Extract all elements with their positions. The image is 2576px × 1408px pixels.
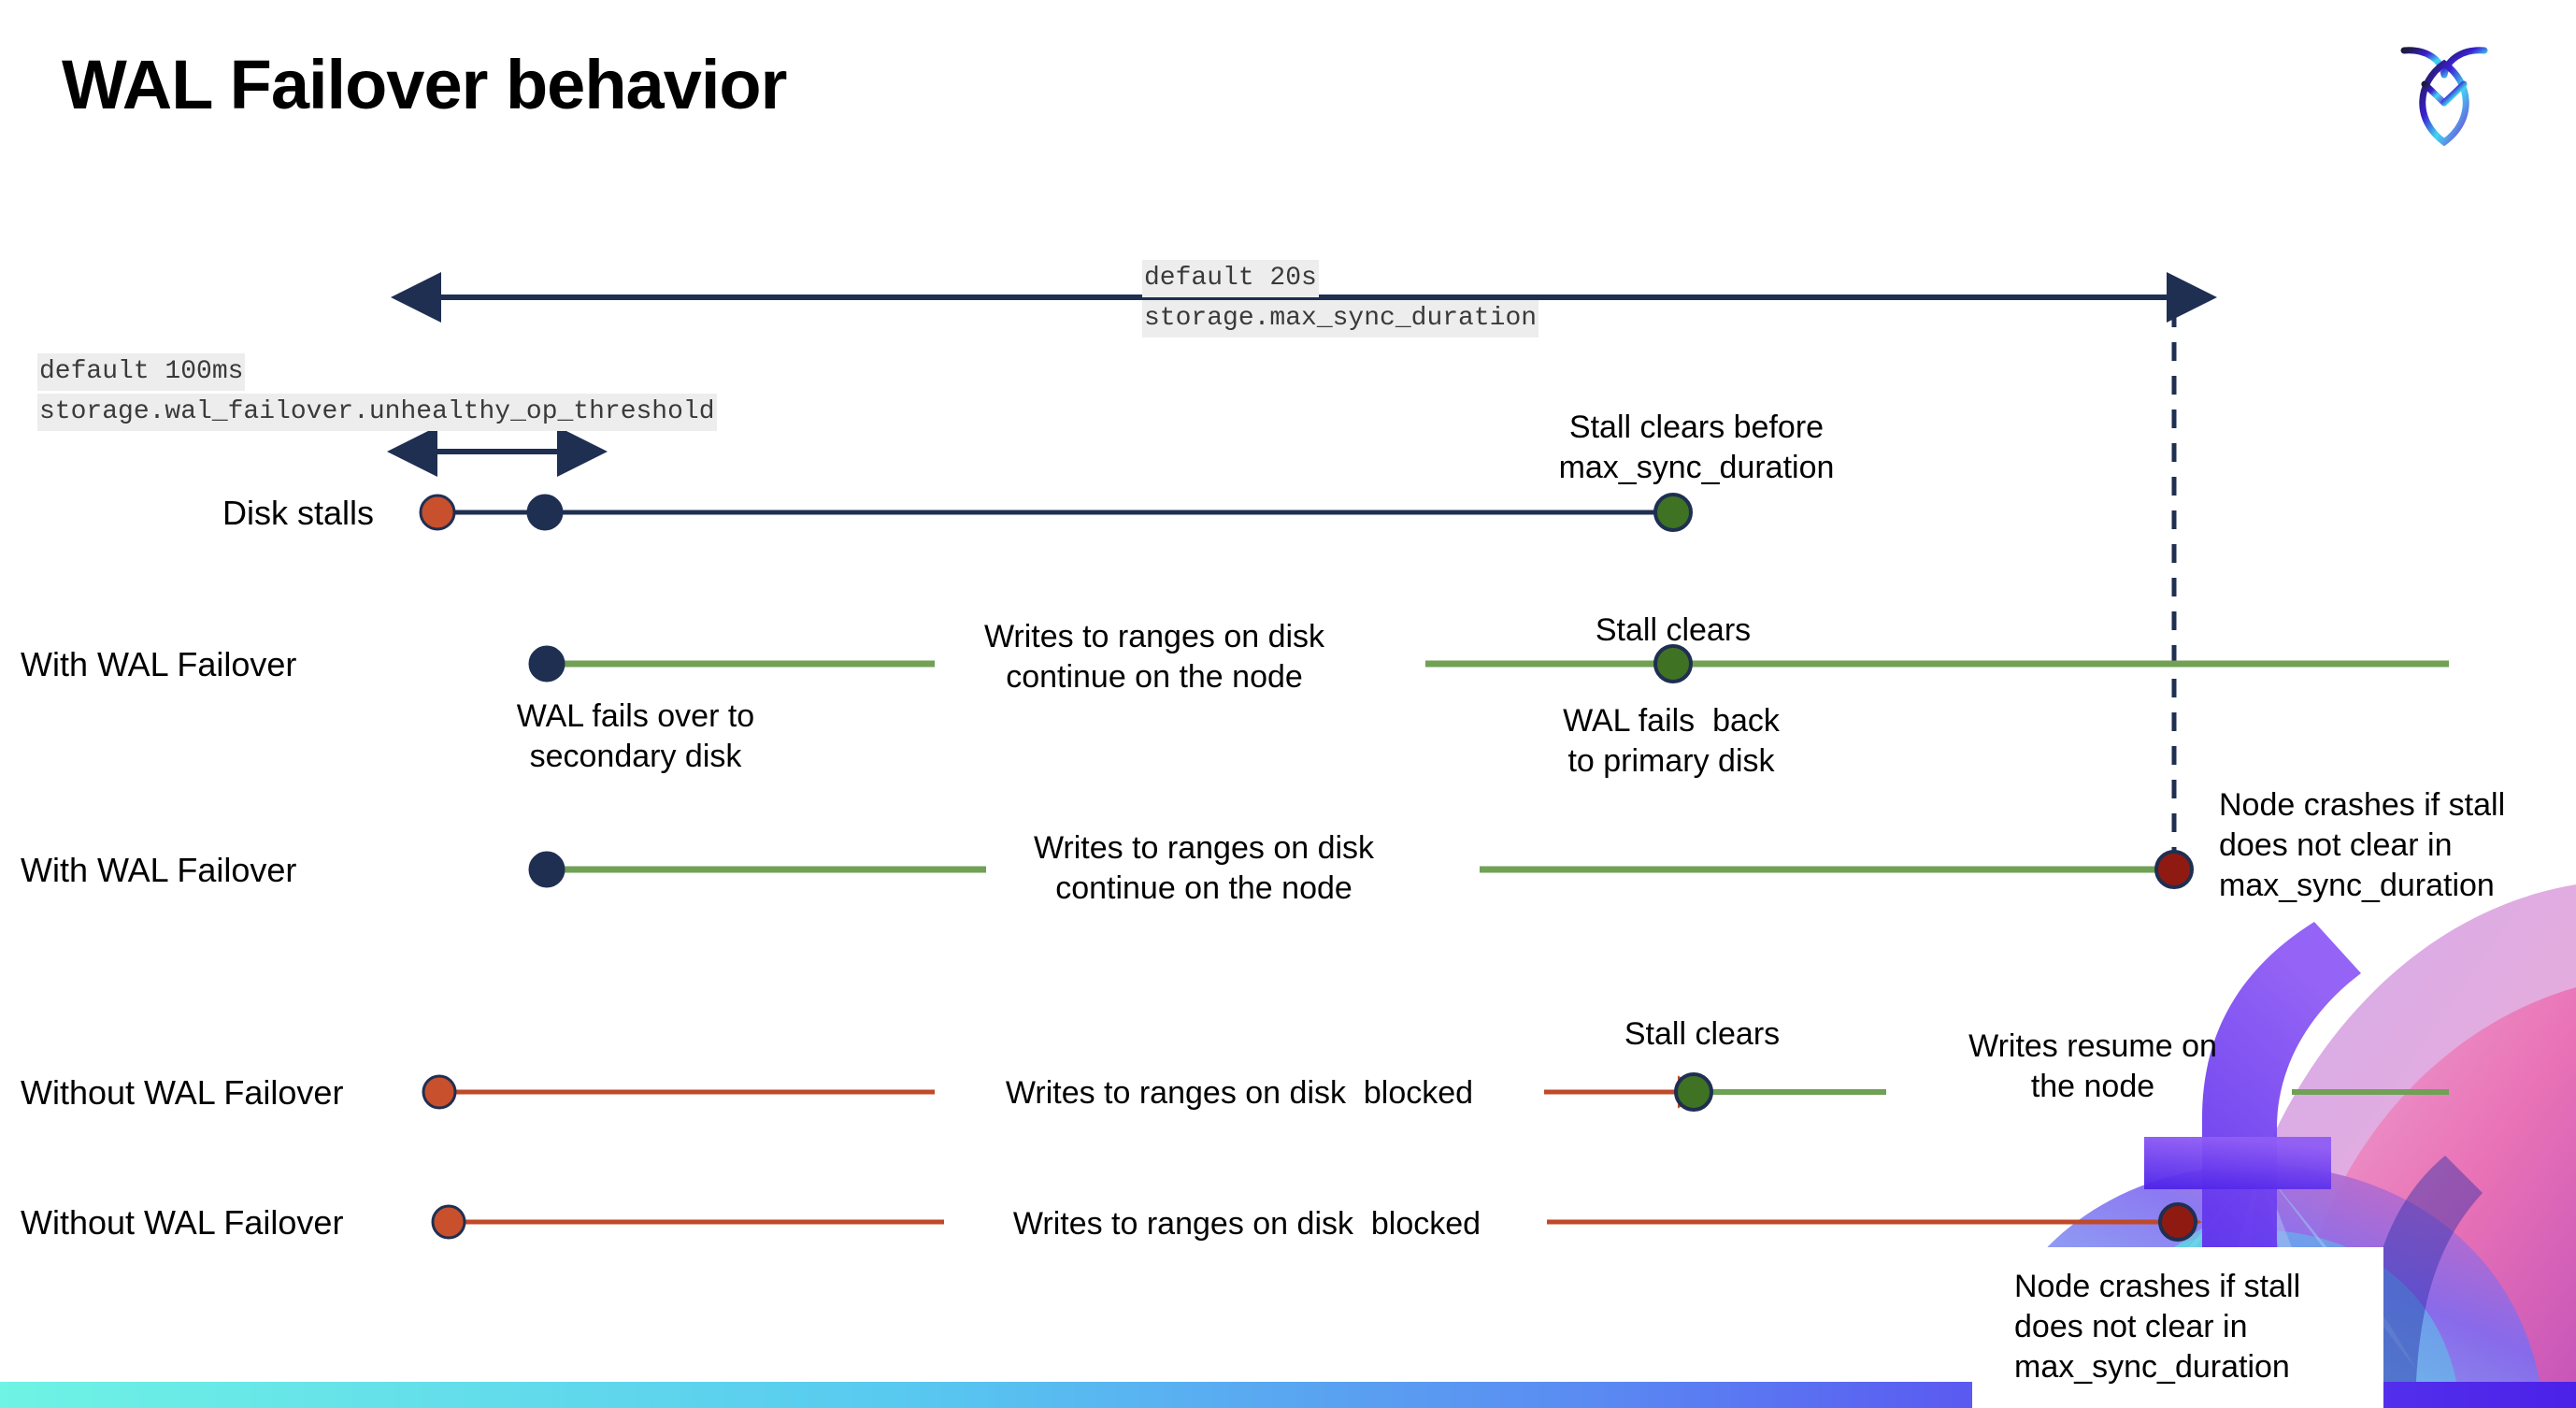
nowal-row1-start-dot (422, 1074, 457, 1110)
disk-stall-clear-dot (1653, 493, 1693, 532)
anno-node-crashes-2: Node crashes if stall does not clear in … (2014, 1269, 2301, 1385)
wal-row1-clear-dot (1653, 644, 1693, 683)
anno-writes-blocked-2: Writes to ranges on disk blocked (1012, 1206, 1481, 1242)
anno-writes-continue-2: Writes to ranges on disk continue on the… (1033, 830, 1375, 906)
anno-writes-resume: Writes resume on the node (1968, 1028, 2217, 1104)
disk-stall-start-dot (419, 494, 456, 531)
wal-row1-failover-dot (528, 645, 565, 682)
row-label-without-wal-failover-1: Without WAL Failover (21, 1073, 344, 1112)
nowal-row2-crash-dot (2158, 1202, 2197, 1242)
nowal-row1-clear-dot (1674, 1072, 1713, 1112)
wal-row2-failover-dot (528, 851, 565, 888)
anno-stall-clears-before: Stall clears before max_sync_duration (1558, 409, 1835, 485)
anno-wal-fails-back: WAL fails back to primary disk (1563, 703, 1780, 779)
unhealthy-op-default-label: default 100ms (37, 353, 246, 391)
anno-node-crashes-1: Node crashes if stall does not clear in … (2219, 787, 2506, 903)
page-title: WAL Failover behavior (62, 46, 787, 123)
anno-stall-clears-2: Stall clears (1595, 612, 1752, 648)
disk-stall-detect-dot (526, 494, 564, 531)
row-label-disk-stalls: Disk stalls (222, 494, 375, 532)
wal-row2-crash-dot (2154, 850, 2194, 889)
cockroachdb-logo-icon (2393, 30, 2496, 147)
anno-writes-continue-1: Writes to ranges on disk continue on the… (983, 619, 1325, 695)
anno-writes-blocked-1: Writes to ranges on disk blocked (1005, 1075, 1474, 1111)
callout-backdrop-bottom (1972, 1247, 2383, 1408)
row-label-with-wal-failover-2: With WAL Failover (21, 851, 297, 889)
max-sync-setting-name: storage.max_sync_duration (1142, 300, 1539, 338)
max-sync-default-label: default 20s (1142, 260, 1319, 297)
anno-wal-fails-over: WAL fails over to secondary disk (516, 698, 755, 774)
row-label-without-wal-failover-2: Without WAL Failover (21, 1203, 344, 1242)
anno-stall-clears-3: Stall clears (1624, 1016, 1781, 1052)
unhealthy-op-setting-name: storage.wal_failover.unhealthy_op_thresh… (37, 394, 717, 431)
nowal-row2-start-dot (431, 1204, 466, 1240)
row-label-with-wal-failover-1: With WAL Failover (21, 645, 297, 683)
